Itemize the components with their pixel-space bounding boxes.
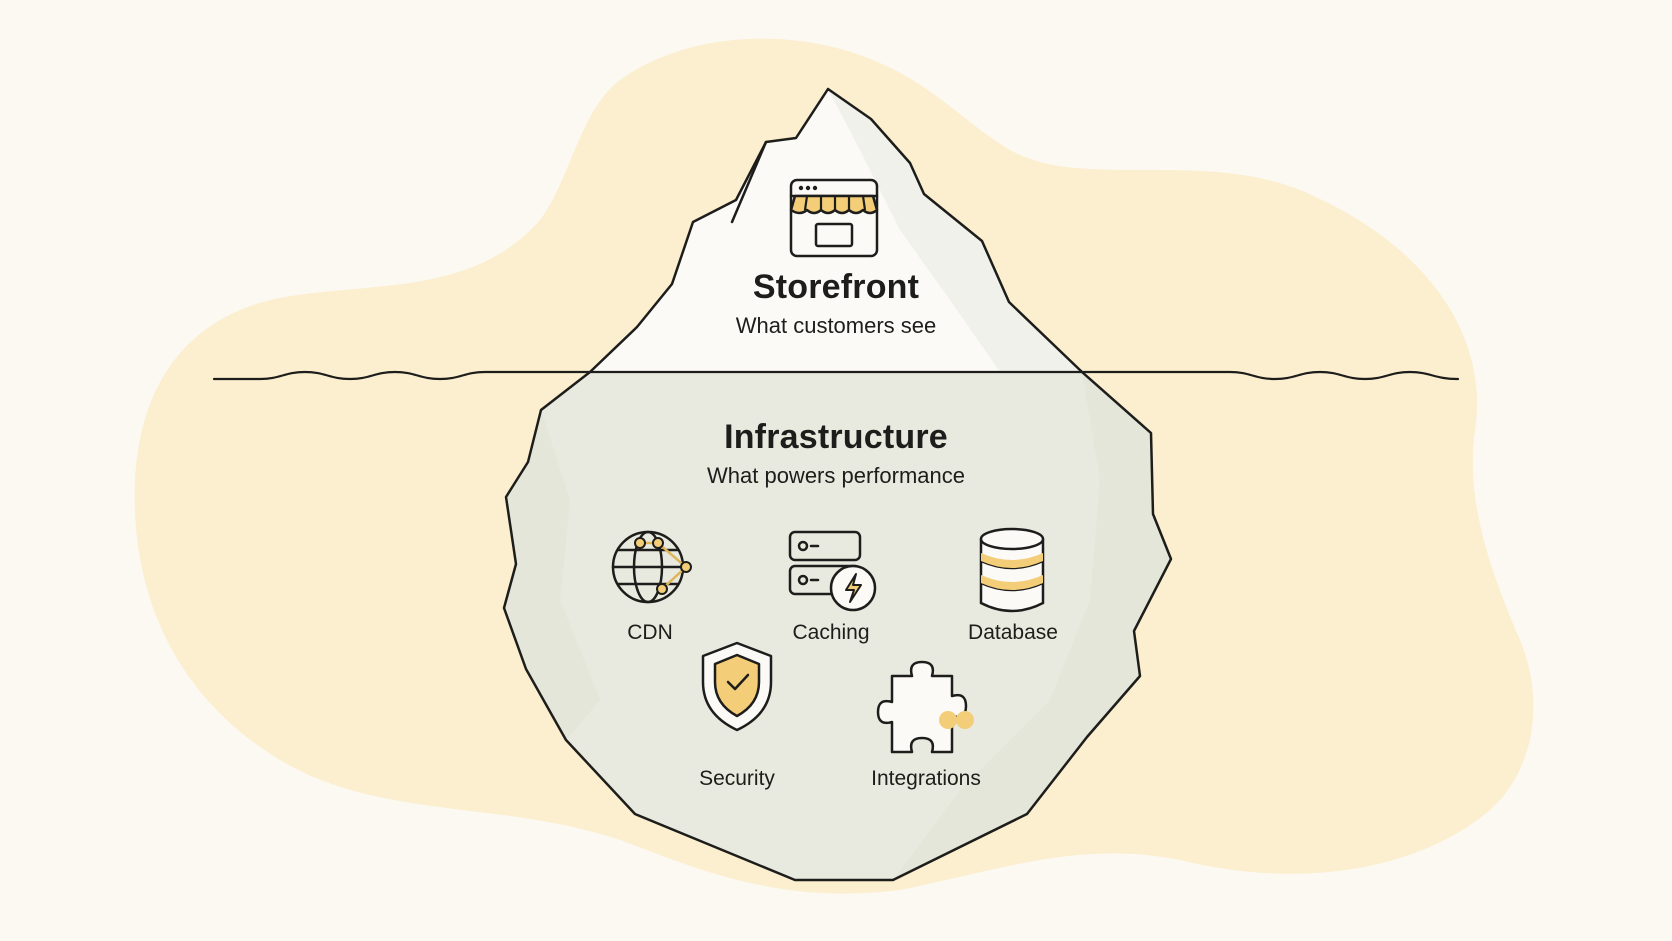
iceberg-crease xyxy=(730,140,768,224)
base-subtitle: What powers performance xyxy=(707,463,965,488)
shield-check-icon xyxy=(701,641,773,732)
iceberg-facet-shade xyxy=(893,372,1171,880)
globe-network-icon xyxy=(611,530,692,604)
component-label-caching: Caching xyxy=(792,621,870,644)
puzzle-piece-icon xyxy=(876,660,974,754)
iceberg-outline xyxy=(502,87,1173,882)
base-title: Infrastructure xyxy=(724,418,948,456)
iceberg-tip-facet xyxy=(828,89,1082,372)
water-line xyxy=(212,370,1460,381)
component-label-security: Security xyxy=(699,767,775,790)
tip-subtitle: What customers see xyxy=(735,313,937,338)
database-icon xyxy=(979,527,1045,613)
storefront-icon xyxy=(789,178,879,258)
component-label-cdn: CDN xyxy=(627,621,673,644)
iceberg-facet-shade-left xyxy=(504,410,600,740)
component-label-integrations: Integrations xyxy=(871,767,981,790)
component-label-database: Database xyxy=(968,621,1058,644)
tip-title: Storefront xyxy=(752,268,920,306)
server-lightning-icon xyxy=(788,530,877,612)
